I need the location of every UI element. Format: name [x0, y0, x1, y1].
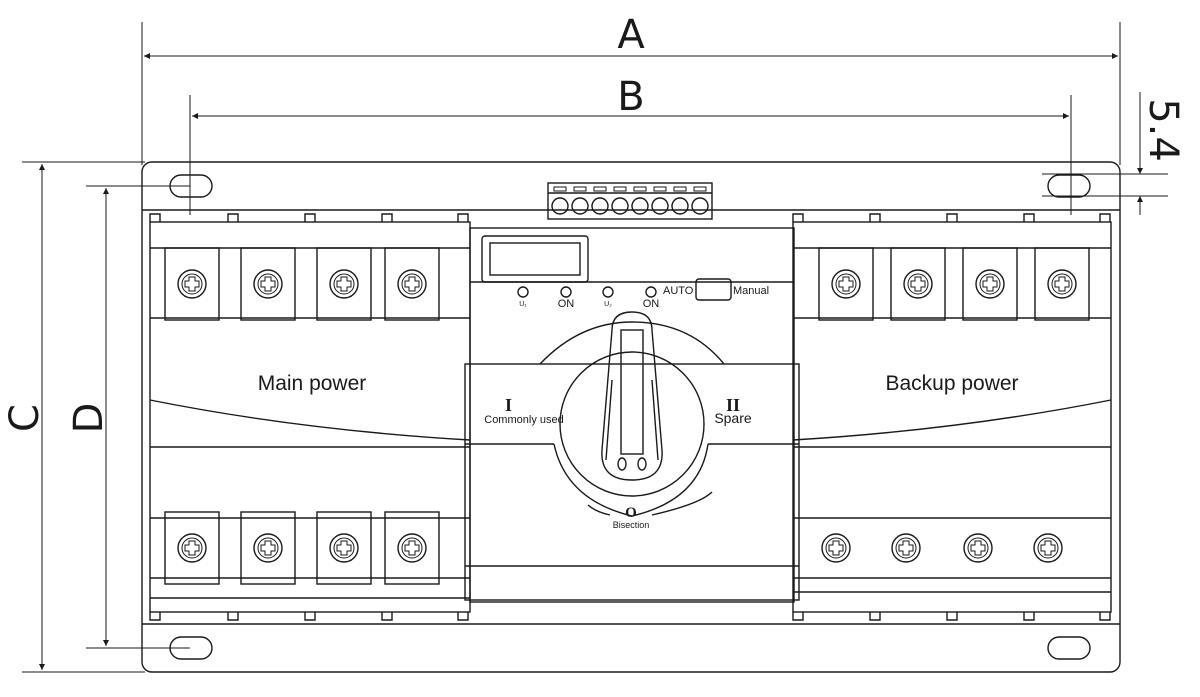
- terminal-screw: [891, 533, 921, 563]
- terminal-row: [164, 247, 440, 321]
- auto-label: AUTO: [663, 285, 694, 297]
- terminal-screw: [1033, 533, 1063, 563]
- dimension-hole-label: 5.4: [1140, 98, 1186, 162]
- indicator-on1-label: ON: [558, 298, 575, 310]
- terminal-screw: [240, 247, 296, 321]
- led-on1: [560, 286, 572, 298]
- connector-pin: [571, 186, 589, 215]
- indicator-u2-label: U₂: [604, 301, 612, 308]
- main-power-label: Main power: [258, 372, 367, 395]
- selector-dial: [559, 351, 705, 497]
- connector-pin: [631, 186, 649, 215]
- position-one-symbol: I: [505, 395, 512, 415]
- dimension-a-label: A: [617, 12, 645, 58]
- indicator-u1-label: U₁: [519, 301, 527, 308]
- position-zero-symbol: O: [625, 505, 637, 521]
- position-one-label: Commonly used: [484, 414, 563, 426]
- manual-label: Manual: [733, 285, 769, 297]
- terminal-screw: [821, 533, 851, 563]
- mounting-slot: [1047, 636, 1091, 660]
- led-u2: [602, 286, 614, 298]
- terminal-screw: [164, 247, 220, 321]
- terminal-screw: [316, 247, 372, 321]
- terminal-screw: [384, 247, 440, 321]
- terminal-screw: [962, 247, 1018, 321]
- dimension-c: C: [2, 161, 145, 673]
- dimension-hole: 5.4: [1042, 92, 1186, 215]
- signal-connector: [547, 182, 713, 220]
- terminal-row: [164, 511, 440, 585]
- dimension-b: B: [189, 74, 1072, 215]
- terminal-row: [818, 247, 1090, 321]
- terminal-screw: [1034, 247, 1090, 321]
- position-two-label: Spare: [714, 410, 752, 426]
- mounting-slots: [169, 174, 1091, 660]
- position-zero-label: Bisection: [613, 520, 650, 530]
- controller-module: U₁ ON U₂ ON AUTO Manual I Commonly used …: [464, 182, 800, 603]
- terminal-row: [821, 533, 1063, 563]
- position-two-symbol: II: [726, 395, 740, 415]
- mounting-slot: [1047, 174, 1091, 198]
- terminal-screw: [164, 511, 220, 585]
- terminal-screw: [384, 511, 440, 585]
- dimension-d-label: D: [66, 403, 112, 434]
- connector-pin: [691, 186, 709, 215]
- auto-manual-switch[interactable]: [695, 278, 732, 301]
- mounting-plate: [141, 161, 1121, 673]
- lcd-display: [481, 235, 589, 283]
- mounting-slot: [169, 636, 213, 660]
- terminal-screw: [890, 247, 946, 321]
- terminal-screw: [818, 247, 874, 321]
- connector-pin: [551, 186, 569, 215]
- backup-power-label: Backup power: [885, 372, 1018, 395]
- connector-pin: [611, 186, 629, 215]
- main-power-module: Main power: [149, 213, 471, 621]
- backup-power-module: Backup power: [792, 213, 1112, 621]
- dimension-d: D: [66, 185, 190, 649]
- terminal-screw: [963, 533, 993, 563]
- connector-pin: [591, 186, 609, 215]
- transfer-handle[interactable]: [601, 311, 663, 481]
- terminal-screw: [240, 511, 296, 585]
- led-on2: [645, 286, 657, 298]
- mounting-slot: [169, 174, 213, 198]
- dimension-a: A: [141, 12, 1121, 165]
- dimension-b-label: B: [617, 74, 644, 120]
- dimension-c-label: C: [2, 404, 48, 432]
- led-u1: [517, 286, 529, 298]
- terminal-screw: [316, 511, 372, 585]
- indicator-on2-label: ON: [643, 298, 660, 310]
- connector-pin: [671, 186, 689, 215]
- connector-pin: [651, 186, 669, 215]
